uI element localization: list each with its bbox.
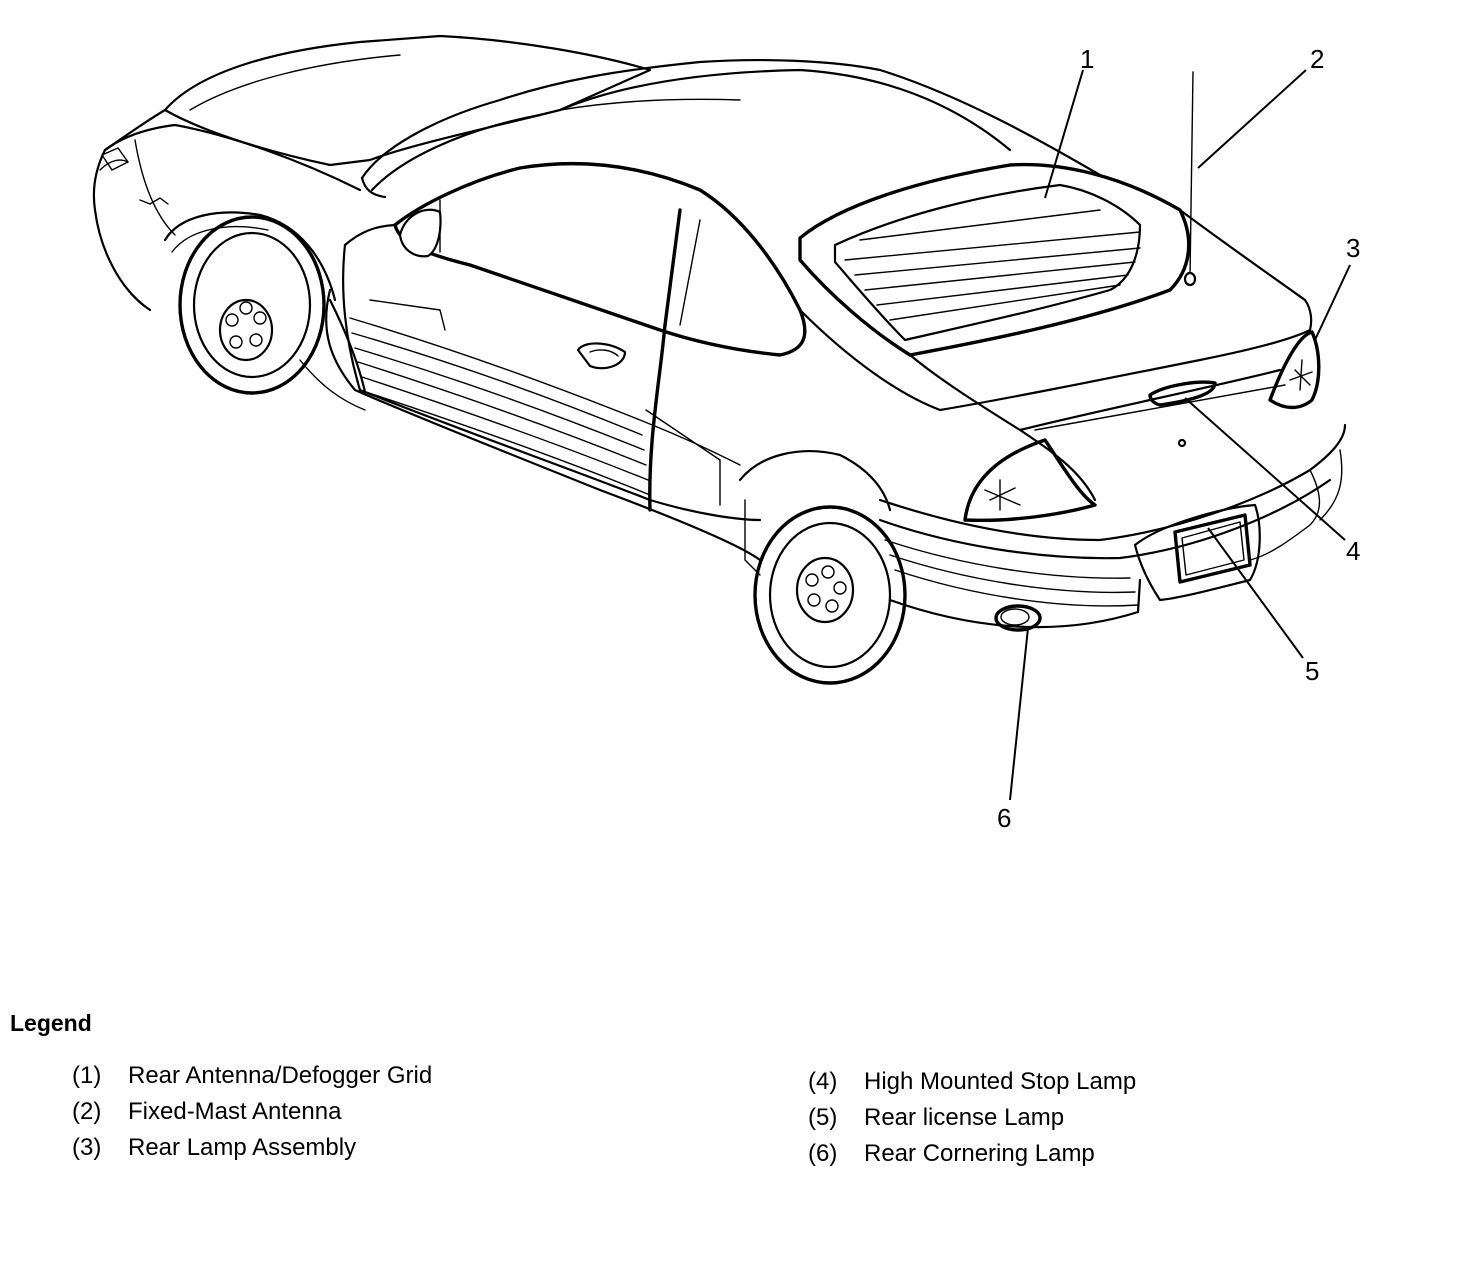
legend-item-number: (6) [808,1140,838,1167]
callout-6: 6 [997,803,1011,833]
legend-item: (2) Fixed-Mast Antenna [72,1098,432,1134]
legend-item-text: Rear license Lamp [864,1104,1065,1131]
legend-item-number: (4) [808,1068,838,1095]
legend-title: Legend [10,1010,92,1036]
legend-item-number: (1) [72,1062,102,1089]
legend-item-text: Rear Antenna/Defogger Grid [128,1062,433,1089]
leader-5 [1207,527,1304,659]
legend-item: (3) Rear Lamp Assembly [72,1134,432,1170]
callout-4: 4 [1346,536,1360,566]
callout-2: 2 [1310,44,1324,74]
legend-item-text: High Mounted Stop Lamp [864,1068,1137,1095]
leader-4 [1184,397,1346,541]
car-illustration [92,34,1347,685]
leader-2 [1197,69,1307,169]
legend-item: (4) High Mounted Stop Lamp [808,1068,1136,1104]
legend-column-left: (1) Rear Antenna/Defogger Grid (2) Fixed… [72,1062,432,1170]
legend-item: (5) Rear license Lamp [808,1104,1136,1140]
legend-item-number: (2) [72,1098,102,1125]
legend-item-text: Rear Cornering Lamp [864,1140,1095,1167]
callout-3: 3 [1346,233,1360,263]
callout-numbers: 1 2 3 4 5 6 [997,44,1360,833]
leader-3 [1314,264,1351,341]
legend-column-right: (4) High Mounted Stop Lamp (5) Rear lice… [808,1068,1136,1176]
legend-item-number: (3) [72,1134,102,1161]
callout-5: 5 [1305,656,1319,686]
callout-1: 1 [1080,44,1094,74]
leader-6 [1009,627,1029,801]
legend-item-text: Rear Lamp Assembly [128,1134,357,1161]
leader-1 [1044,69,1084,199]
legend-item: (1) Rear Antenna/Defogger Grid [72,1062,432,1098]
callout-leaders [1009,69,1351,801]
legend-item-text: Fixed-Mast Antenna [128,1098,342,1125]
legend-item-number: (5) [808,1104,838,1131]
legend-item: (6) Rear Cornering Lamp [808,1140,1136,1176]
